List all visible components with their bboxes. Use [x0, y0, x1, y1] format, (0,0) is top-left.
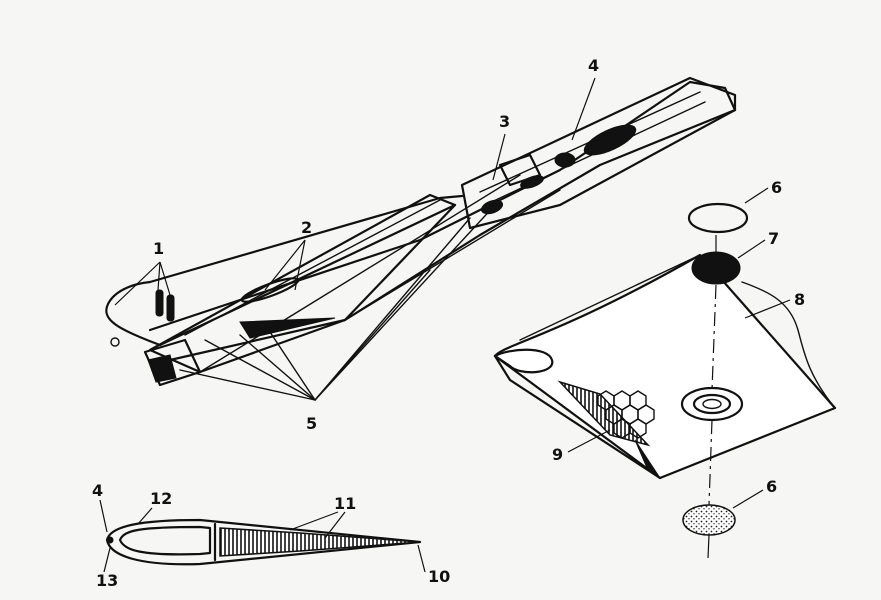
panel-front-edge — [493, 354, 662, 480]
cross-wire-b — [344, 189, 561, 321]
washer-top — [687, 202, 749, 234]
leader-10 — [417, 544, 426, 573]
root-rib-dark-face — [147, 354, 177, 383]
panel-cutaway-edge — [741, 281, 836, 409]
honeycomb-panel — [493, 202, 837, 559]
brace-1 — [204, 339, 316, 401]
brace-5 — [314, 217, 471, 401]
callout-1: 1 — [153, 239, 164, 258]
root-leading-edge-curve — [105, 280, 162, 347]
callout-7: 7 — [768, 229, 779, 248]
airfoil-callouts: 4 12 11 13 10 — [92, 481, 450, 590]
inner-panel-stringer — [184, 199, 441, 336]
wing-callouts: 1 2 3 4 5 — [114, 56, 599, 433]
wing-assembly — [105, 76, 737, 401]
callout-5: 5 — [306, 414, 317, 433]
insert-axis-upper — [711, 284, 717, 391]
panel-callouts: 6 7 8 9 6 — [552, 178, 805, 509]
callout-11: 11 — [334, 494, 356, 513]
insert-bore — [702, 398, 722, 410]
callout-3: 3 — [499, 112, 510, 131]
root-fitting-b — [166, 294, 175, 322]
leader-6-top — [744, 187, 769, 204]
leading-edge-dot — [106, 536, 114, 544]
washer-bottom-dotted — [682, 504, 736, 536]
callout-12: 12 — [150, 489, 172, 508]
callout-2: 2 — [301, 218, 312, 237]
leader-2 — [264, 239, 306, 291]
callout-8: 8 — [794, 290, 805, 309]
callout-10: 10 — [428, 567, 450, 586]
insert-axis-lower — [707, 534, 710, 559]
panel-edge-line — [519, 254, 701, 341]
insert-puck-dark — [691, 251, 741, 285]
inner-wing-panel — [148, 193, 457, 374]
honeycomb-cells — [597, 390, 655, 439]
leader-8 — [744, 299, 791, 319]
leader-4-top — [571, 77, 596, 141]
airfoil-section — [105, 518, 422, 566]
stiffener-2 — [240, 277, 300, 303]
brace-6 — [314, 204, 496, 401]
root-lug-circle — [110, 337, 120, 347]
lightening-hole-large — [583, 124, 637, 156]
insert-ring-inner — [692, 393, 732, 415]
joint-fitting-dark — [480, 199, 504, 215]
airfoil-core-hatch — [219, 527, 421, 557]
callout-6-top: 6 — [771, 178, 782, 197]
rib-station — [498, 153, 542, 187]
leader-1 — [114, 261, 171, 306]
callout-9: 9 — [552, 445, 563, 464]
outer-wing-panel — [460, 76, 737, 230]
brace-3 — [269, 331, 316, 401]
root-fitting-a — [155, 289, 164, 317]
airfoil-nose-cell — [118, 525, 212, 556]
brace-4 — [179, 369, 316, 401]
leader-11 — [289, 511, 346, 539]
leader-7 — [737, 239, 766, 259]
honeycomb-side-hatch — [557, 380, 651, 447]
leader-13 — [103, 547, 111, 573]
panel-leading-edge-tube — [493, 348, 554, 374]
leader-3 — [492, 133, 506, 181]
callout-6-bottom: 6 — [766, 477, 777, 496]
callout-4-top: 4 — [588, 56, 599, 75]
callout-4-bottom: 4 — [92, 481, 103, 500]
leader-6-bottom — [732, 489, 764, 509]
callout-13: 13 — [96, 571, 118, 590]
wing-bottom-outline — [168, 108, 737, 362]
lightening-hole-medium — [554, 152, 576, 168]
brace-2 — [239, 334, 316, 401]
brace-7 — [314, 269, 431, 401]
leader-9 — [567, 429, 611, 453]
core-edge-dark — [634, 439, 661, 479]
leader-12 — [137, 507, 153, 525]
cross-wire-a — [199, 174, 521, 373]
leader-4-bottom — [99, 499, 108, 533]
